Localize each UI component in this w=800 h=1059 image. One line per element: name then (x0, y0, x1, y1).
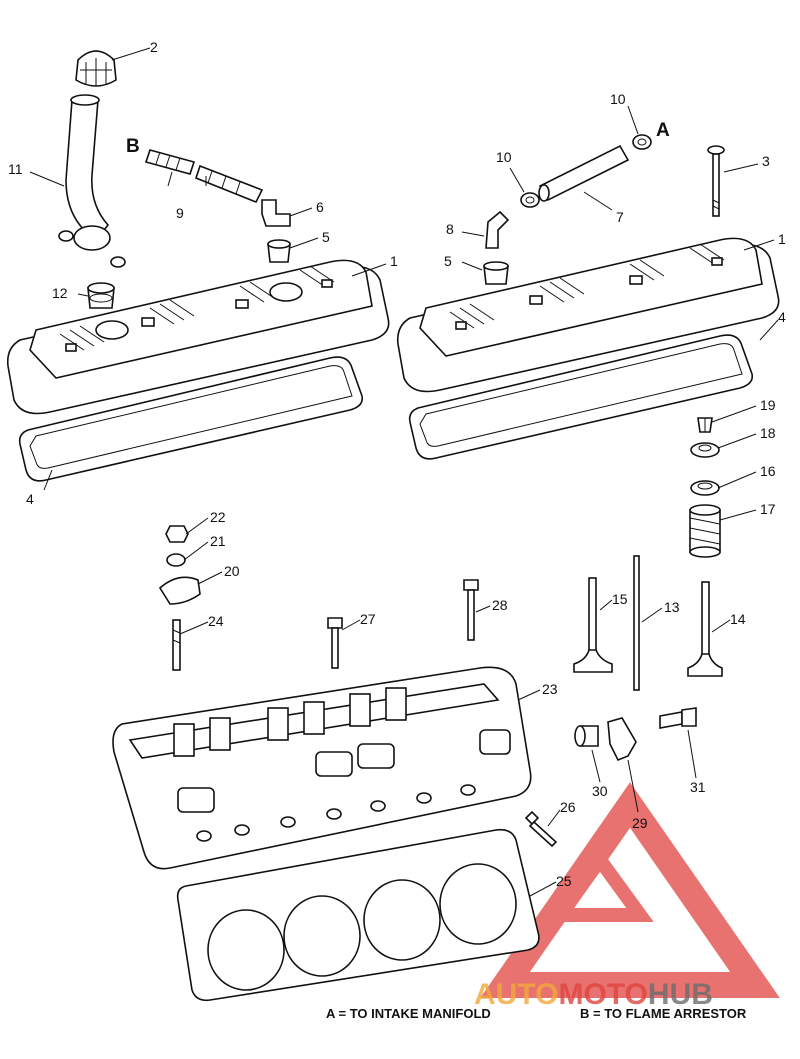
elbow-fitting-8 (485, 210, 510, 249)
letter-a: A (656, 120, 670, 141)
valve-spring-17 (689, 504, 721, 558)
callout-6: 6 (316, 199, 324, 215)
valve-cover-gasket-right (408, 334, 754, 460)
callout-17: 17 (760, 501, 776, 517)
bolt-3 (707, 145, 725, 217)
bolt-27 (327, 617, 343, 669)
watermark-hub: HUB (648, 978, 713, 1011)
callout-10-lower: 10 (496, 149, 512, 165)
oil-filler-tube (58, 94, 126, 268)
oil-filler-cap (75, 50, 117, 87)
callout-19: 19 (760, 397, 776, 413)
valve-15 (573, 577, 613, 673)
head-gasket (176, 828, 540, 1002)
letter-b: B (126, 136, 140, 157)
rocker-arm-20 (158, 576, 201, 605)
valve-seal-16 (690, 480, 720, 496)
leader-lines (29, 47, 779, 897)
elbow-fitting-6 (261, 199, 291, 227)
callout-5-right: 5 (444, 253, 452, 269)
callout-1-right: 1 (778, 231, 786, 247)
valve-spring-retainer-18 (690, 442, 720, 458)
callout-4-left: 4 (26, 491, 34, 507)
callout-12: 12 (52, 285, 68, 301)
grommet-5-left (267, 239, 291, 263)
callout-10-upper: 10 (610, 91, 626, 107)
valve-keeper-19 (697, 417, 713, 433)
clamp-10-upper (632, 134, 652, 150)
watermark-auto: AUTO (474, 978, 558, 1011)
callout-2: 2 (150, 39, 158, 55)
callout-30: 30 (592, 783, 608, 799)
spacer-30 (574, 725, 599, 747)
callout-13: 13 (664, 599, 680, 615)
callout-7: 7 (616, 209, 624, 225)
callout-27: 27 (360, 611, 376, 627)
callout-labels: 2 11 B 9 6 5 12 1 4 10 A 10 7 8 5 3 1 4 … (8, 39, 786, 889)
head-bolt-holes (196, 784, 476, 842)
legend-flame-arrestor: B = TO FLAME ARRESTOR (580, 1006, 747, 1021)
callout-18: 18 (760, 425, 776, 441)
callout-24: 24 (208, 613, 224, 629)
valve-cover-right (396, 237, 780, 393)
grommet-5-right (483, 261, 509, 285)
bolt-28 (463, 579, 479, 641)
callout-21: 21 (210, 533, 226, 549)
callout-29: 29 (632, 815, 648, 831)
bolt-31 (659, 707, 697, 729)
valve-cover-fins-left (59, 265, 335, 351)
callout-9: 9 (176, 205, 184, 221)
callout-26: 26 (560, 799, 576, 815)
watermark-text: AUTOMOTOHUB (474, 978, 713, 1011)
hose-7 (538, 144, 630, 202)
callout-11: 11 (8, 161, 23, 177)
cylinder-head (112, 666, 532, 870)
callout-28: 28 (492, 597, 508, 613)
legend-intake-manifold: A = TO INTAKE MANIFOLD (326, 1006, 491, 1021)
nut-22 (165, 525, 189, 543)
callout-1-left: 1 (390, 253, 398, 269)
valve-cover-gasket-left (18, 356, 364, 482)
pushrod-13 (633, 555, 640, 691)
clip-29 (607, 717, 637, 762)
valve-cover-left (6, 259, 390, 415)
grommet-12 (87, 282, 115, 309)
callout-4-right: 4 (778, 309, 786, 325)
callout-25: 25 (556, 873, 572, 889)
clamp-10-lower (520, 192, 540, 208)
callout-8: 8 (446, 221, 454, 237)
callout-5-left: 5 (322, 229, 330, 245)
watermark-moto: MOTO (558, 978, 647, 1011)
callout-20: 20 (224, 563, 240, 579)
callout-22: 22 (210, 509, 226, 525)
stud-24 (172, 619, 181, 671)
callout-23: 23 (542, 681, 558, 697)
callout-16: 16 (760, 463, 776, 479)
watermark-logo-icon (480, 782, 780, 998)
hose-9 (144, 149, 264, 204)
callout-3: 3 (762, 153, 770, 169)
valve-springs-on-head (173, 687, 407, 757)
ball-21 (166, 553, 186, 567)
callout-14: 14 (730, 611, 746, 627)
callout-31: 31 (690, 779, 706, 795)
valve-14 (687, 581, 723, 677)
bolt-26 (524, 810, 558, 848)
callout-15: 15 (612, 591, 628, 607)
